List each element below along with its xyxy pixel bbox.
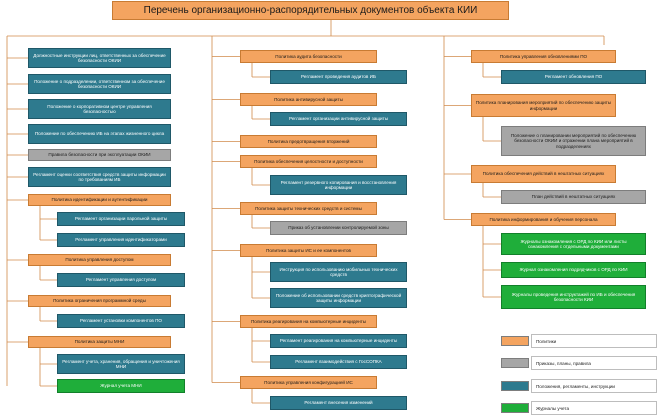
- node-c2-1: Регламент проведения аудитов ИБ: [270, 70, 407, 84]
- node-c1-7: Регламент организации парольной защиты: [57, 212, 185, 226]
- node-c2-7: Политика защиты технических средств и си…: [240, 202, 377, 215]
- node-c1-12: Регламент установки компонентов ПО: [57, 314, 185, 328]
- node-c1-8: Регламент управления идентификаторами: [57, 233, 185, 247]
- node-c3-6: Политика информирования и обучения персо…: [471, 213, 616, 226]
- node-c1-1: Положение о подразделении, ответственном…: [28, 74, 171, 94]
- node-c3-3: Положение о планировании мероприятий по …: [501, 126, 646, 156]
- node-c2-2: Политика антивирусной защиты: [240, 93, 377, 106]
- node-c2-11: Положение об использовании средств крипт…: [270, 288, 407, 308]
- node-c2-5: Политика обеспечения целостности и досту…: [240, 155, 377, 168]
- node-c1-5: Регламент оценки соответствия средств за…: [28, 167, 171, 187]
- node-c2-10: Инструкция по использованию мобильных те…: [270, 262, 407, 282]
- legend-label-regulations: Положения, регламенты, инструкции: [531, 379, 657, 393]
- legend-swatch-policies: [501, 336, 529, 346]
- node-c2-12: Политика реагирования на компьютерные ин…: [240, 315, 377, 328]
- node-c3-0: Политика управления обновлениями ПО: [471, 50, 616, 63]
- legend-swatch-journals: [501, 403, 529, 413]
- node-c2-4: Политика предотвращения вторжений: [240, 135, 377, 148]
- node-c2-3: Регламент организации антивирусной защит…: [270, 112, 407, 126]
- legend-label-policies: Политики: [531, 334, 657, 348]
- node-c1-6: Политика идентификации и аутентификации: [28, 194, 171, 206]
- legend-swatch-orders: [501, 358, 529, 368]
- node-c3-7: Журналы ознакомления с ОРД по КИИ или ли…: [501, 233, 646, 255]
- node-c1-10: Регламент управления доступом: [57, 273, 185, 287]
- node-c2-14: Регламент взаимодействия с ГосСОПКА: [270, 355, 407, 369]
- node-c1-13: Политика защиты МНИ: [28, 336, 171, 348]
- legend-label-journals: Журналы учета: [531, 401, 657, 415]
- node-c3-2: Политика планирования мероприятий по обе…: [471, 94, 616, 117]
- node-c1-9: Политика управления доступом: [28, 254, 171, 266]
- node-c2-9: Политика защиты ИС и ее компонентов: [240, 244, 377, 257]
- node-c3-1: Регламент обновления ПО: [501, 70, 646, 84]
- node-c1-0: Должностные инструкции лиц, ответственны…: [28, 48, 171, 68]
- node-c2-8: Приказ об установлении контролируемой зо…: [270, 221, 407, 235]
- node-c1-15: Журнал учета МНИ: [57, 379, 185, 393]
- node-c1-2: Положение о корпоративном центре управле…: [28, 99, 171, 119]
- legend-label-orders: Приказы, планы, правила: [531, 356, 657, 370]
- node-c1-11: Политика ограничения программной среды: [28, 295, 171, 307]
- diagram-title: Перечень организационно-распорядительных…: [112, 1, 509, 20]
- node-c1-3: Положение по обеспечению ИБ на этапах жи…: [28, 124, 171, 144]
- node-c2-16: Регламент внесения изменений: [270, 396, 407, 410]
- node-c3-8: Журнал ознакомления подрядчиков с ОРД по…: [501, 262, 646, 278]
- legend-swatch-regulations: [501, 381, 529, 391]
- node-c1-14: Регламент учета, хранения, обращения и у…: [57, 354, 185, 374]
- node-c1-4: Правила безопасности при эксплуатации ОК…: [28, 149, 171, 161]
- node-c3-9: Журналы проведения инструктажей по ИБ и …: [501, 285, 646, 309]
- node-c2-15: Политика управления конфигурацией ИС: [240, 376, 377, 389]
- node-c2-0: Политика аудита безопасности: [240, 50, 377, 63]
- node-c3-4: Политика обеспечения действий в нештатны…: [471, 165, 616, 183]
- node-c2-13: Регламент реагирования на компьютерные и…: [270, 334, 407, 348]
- node-c3-5: План действий в нештатных ситуациях: [501, 190, 646, 204]
- node-c2-6: Регламент резервного копирования и восст…: [270, 175, 407, 195]
